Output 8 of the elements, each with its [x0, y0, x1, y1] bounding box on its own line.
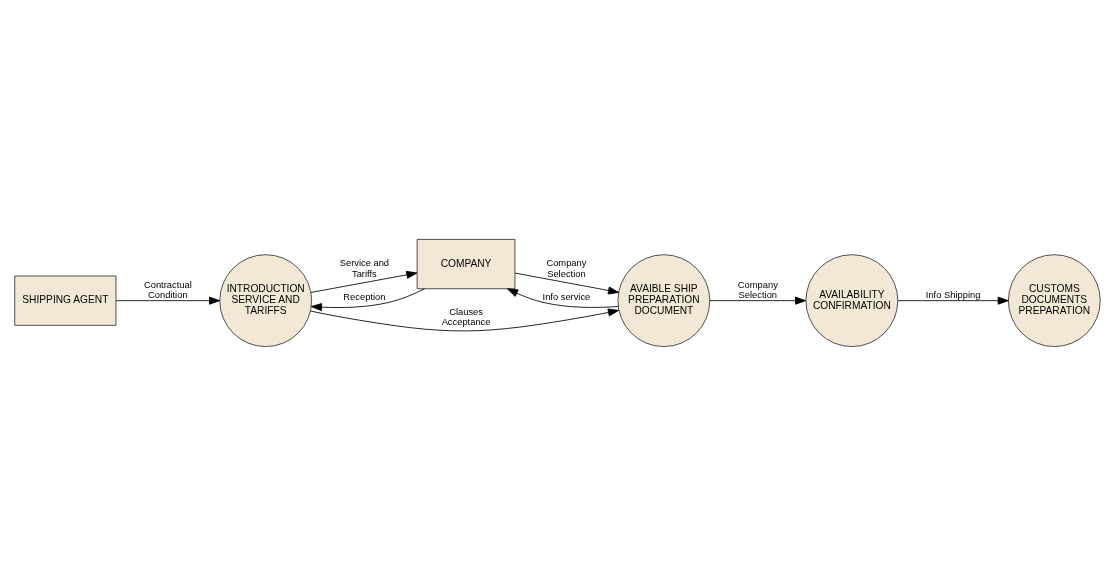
edge-label: Info service: [542, 291, 591, 302]
edge-label: Company Selection: [737, 279, 778, 300]
edge-label: Company Selection: [546, 258, 587, 279]
edge-label: Clauses Acceptance: [441, 306, 491, 328]
edge-label: Service and Tariffs: [339, 258, 390, 279]
edge-label: Info Shipping: [925, 289, 981, 300]
edge-label: Contractual Condition: [143, 279, 192, 300]
edge-label: Reception: [343, 291, 386, 302]
